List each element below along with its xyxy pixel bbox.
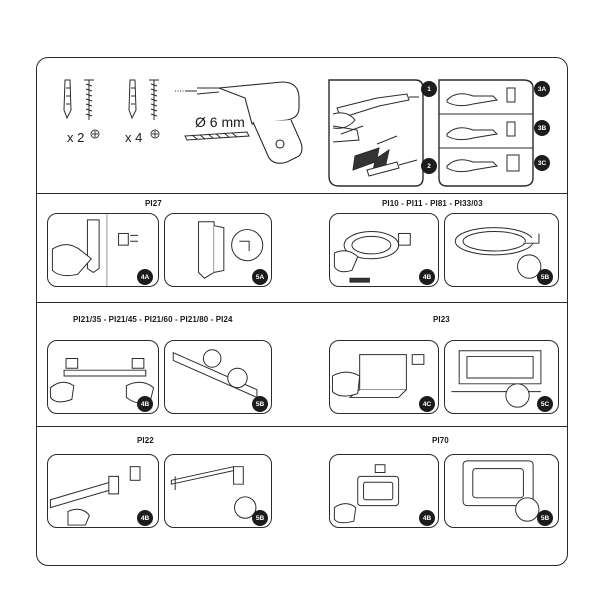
instruction-sheet: x 2 x 4 Ø 6 mm 1 2 3A 3B 3C PI27 4A 5A P… — [36, 57, 568, 566]
header-illustrations — [63, 79, 534, 187]
step-badge: 2 — [421, 158, 437, 174]
step-badge: 4B — [137, 510, 153, 526]
section-title: PI70 — [432, 436, 449, 445]
screw-icon — [84, 79, 94, 120]
anchor-quantity-1: x 2 — [67, 130, 85, 145]
step-badge: 5B — [537, 510, 553, 526]
section-title: PI27 — [145, 199, 162, 208]
step-panel — [444, 454, 559, 528]
step-badge: 4C — [419, 396, 435, 412]
step-panel — [47, 213, 159, 287]
drilling-scene — [328, 79, 424, 187]
step-badge: 5B — [252, 396, 268, 412]
anchor-quantity-2: x 4 — [125, 130, 143, 145]
step-badge: 4B — [419, 510, 435, 526]
section-divider — [37, 302, 567, 303]
wall-anchor-icon — [128, 79, 137, 120]
section-divider — [37, 193, 567, 194]
step-badge: 5C — [537, 396, 553, 412]
section-title: PI22 — [137, 436, 154, 445]
section-title: PI23 — [433, 315, 450, 324]
step-badge: 3C — [534, 155, 550, 171]
step-panel — [444, 340, 559, 414]
step-badge: 5B — [252, 510, 268, 526]
step-panel — [444, 213, 559, 287]
step-badge: 3A — [534, 81, 550, 97]
drill-bit-size: Ø 6 mm — [195, 114, 245, 130]
screw-head-icon — [90, 129, 160, 139]
step-badge: 5A — [252, 269, 268, 285]
step-badge: 4B — [419, 269, 435, 285]
step-badge: 1 — [421, 81, 437, 97]
section-title: PI10 - PI11 - PI81 - PI33/03 — [382, 199, 483, 208]
drill-bit-icon — [184, 131, 250, 141]
drill-icon — [175, 81, 303, 164]
screwing-scenes — [438, 79, 534, 187]
step-badge: 4B — [137, 396, 153, 412]
section-divider — [37, 426, 567, 427]
step-panel — [47, 454, 159, 528]
step-badge: 3B — [534, 120, 550, 136]
screw-icon — [149, 79, 159, 120]
section-title: PI21/35 - PI21/45 - PI21/60 - PI21/80 - … — [73, 315, 233, 324]
step-badge: 4A — [137, 269, 153, 285]
step-badge: 5B — [537, 269, 553, 285]
wall-anchor-icon — [63, 79, 72, 120]
